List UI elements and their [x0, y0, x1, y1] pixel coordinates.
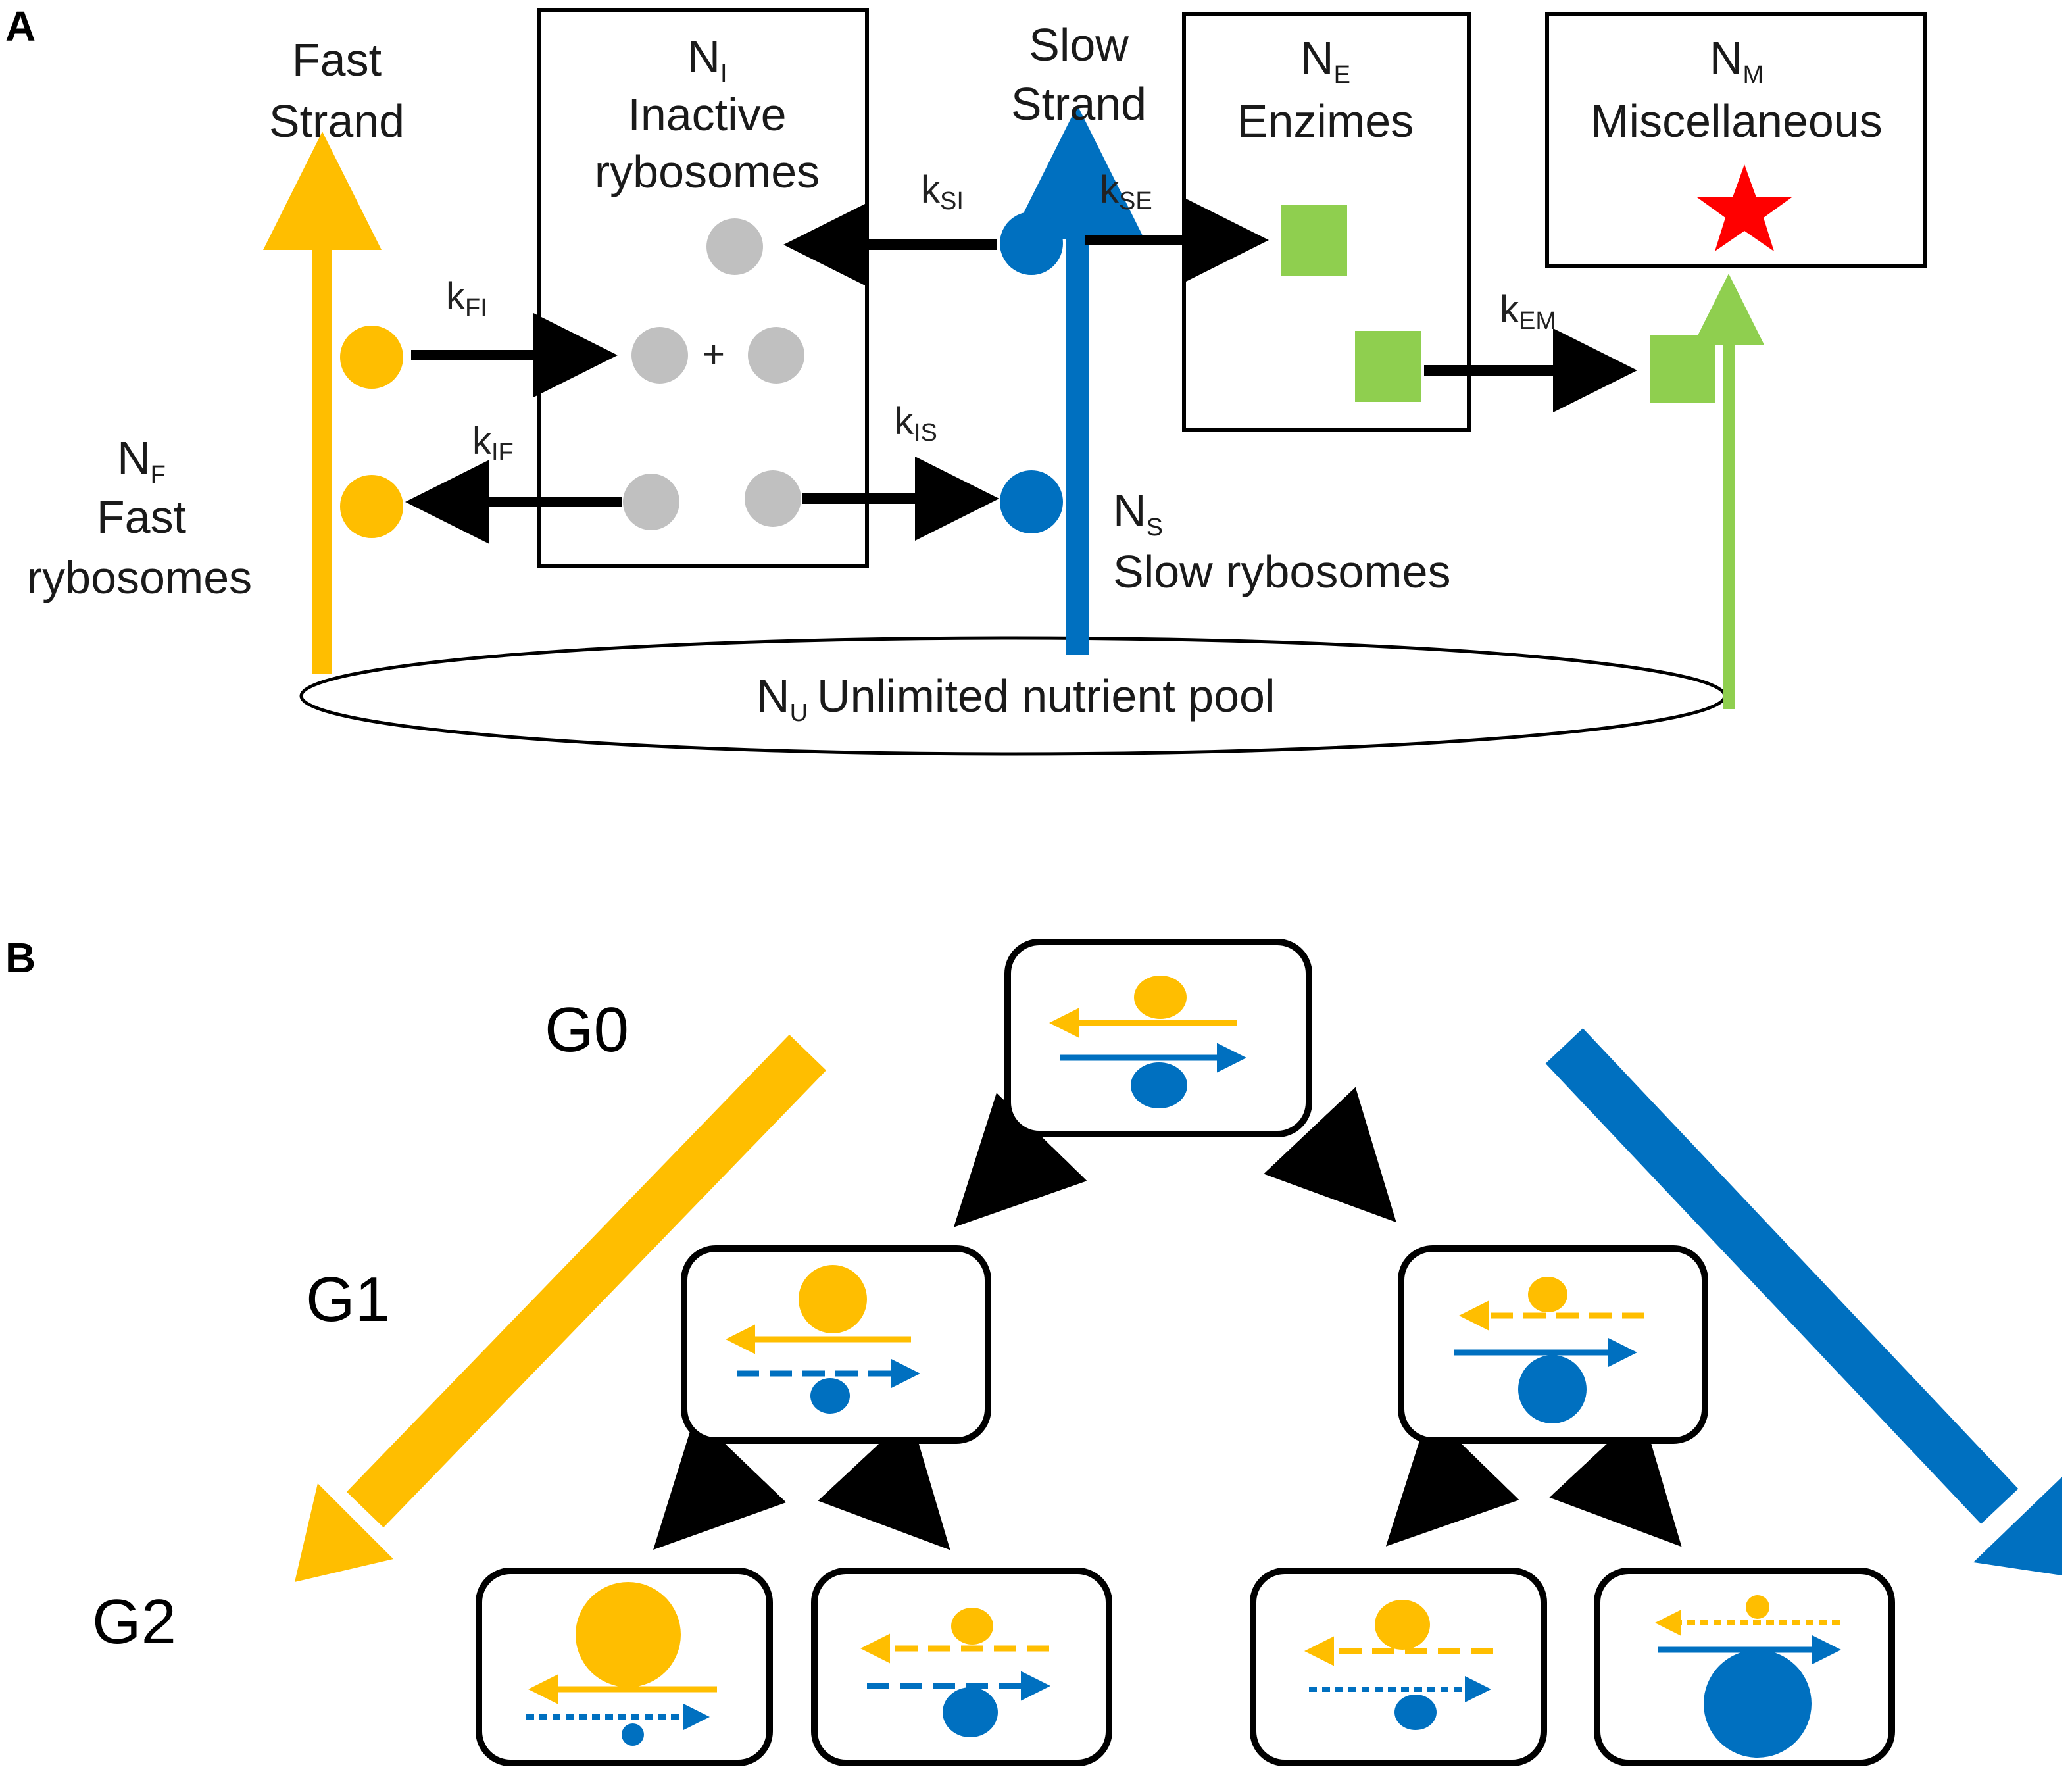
rate-kSI: kSI [921, 168, 964, 215]
cell-g1-fast [681, 1245, 991, 1444]
slow-strand-label-1: Slow [1029, 19, 1129, 70]
cell-g2-fast-fast [476, 1568, 773, 1766]
cell-g0 [1004, 939, 1312, 1137]
slow-strand-label-2: Strand [1011, 78, 1147, 130]
inactive-box [537, 8, 869, 568]
plus-sign: + [703, 333, 725, 376]
generation-label-g1: G1 [306, 1264, 390, 1335]
misc-symbol: NM [1710, 32, 1764, 89]
inactive-ribosome-3 [748, 327, 804, 384]
arrow-g1l-to-g2b [818, 1414, 950, 1550]
cell-g2-fast-slow [811, 1568, 1112, 1766]
slow-ribosomes-symbol: NS [1113, 485, 1163, 541]
inactive-ribosome-5 [745, 470, 801, 527]
panel-a-letter: A [5, 3, 36, 50]
slow-ribosome-bottom [1000, 470, 1063, 533]
generation-label-g2: G2 [92, 1587, 176, 1657]
rate-kIF: kIF [472, 420, 514, 466]
inactive-ribosome-4 [623, 474, 679, 530]
enzymes-label: Enzimes [1237, 95, 1414, 147]
inactive-ribosome-1 [706, 218, 763, 275]
slow-ribosome-top [1000, 212, 1063, 275]
inactive-symbol: NI [687, 31, 727, 87]
fast-ribosomes-label-2: rybosomes [27, 552, 252, 603]
fast-lineage-arrow-shaft [346, 1034, 827, 1528]
misc-label: Miscellaneous [1591, 95, 1883, 147]
panel-b-letter: B [5, 934, 36, 981]
misc-box [1545, 12, 1927, 268]
star-icon [1697, 164, 1792, 251]
cell-g2-slow-fast [1250, 1568, 1547, 1766]
fast-lineage-arrow-head [295, 1483, 393, 1582]
rate-kEM: kEM [1500, 288, 1556, 335]
fast-ribosomes-label-1: Fast [97, 491, 186, 543]
fast-strand-label-1: Fast [292, 34, 382, 86]
fast-ribosomes-symbol: NF [117, 432, 166, 489]
fast-ribosome-bottom [340, 475, 403, 538]
arrow-g0-to-g1-right [1264, 1087, 1396, 1223]
arrow-g1l-to-g2a [653, 1414, 787, 1550]
inactive-ribosome-2 [631, 327, 688, 384]
arrow-g1r-to-g2c [1385, 1412, 1519, 1547]
enzyme-square-1 [1281, 205, 1347, 276]
enzymes-symbol: NE [1300, 32, 1350, 89]
rate-kFI: kFI [446, 275, 487, 322]
enzymes-box [1182, 12, 1471, 432]
cell-g2-slow-slow [1594, 1568, 1895, 1766]
inactive-label-1: Inactive [628, 89, 786, 140]
arrow-g0-to-g1-left [953, 1093, 1087, 1227]
enzyme-square-2 [1355, 331, 1421, 402]
slow-lineage-arrow-shaft [1545, 1028, 2019, 1524]
rate-kIS: kIS [895, 400, 937, 447]
misc-square [1650, 335, 1715, 403]
slow-ribosomes-label: Slow rybosomes [1113, 546, 1451, 597]
fast-ribosome-top [340, 326, 403, 389]
inactive-label-2: rybosomes [595, 146, 820, 197]
rate-kSE: kSE [1100, 168, 1152, 215]
generation-label-g0: G0 [545, 995, 629, 1065]
arrow-g1r-to-g2d [1549, 1411, 1682, 1547]
fast-strand-label-2: Strand [269, 95, 405, 147]
slow-lineage-arrow-head [1973, 1477, 2062, 1575]
cell-g1-slow [1398, 1245, 1708, 1444]
